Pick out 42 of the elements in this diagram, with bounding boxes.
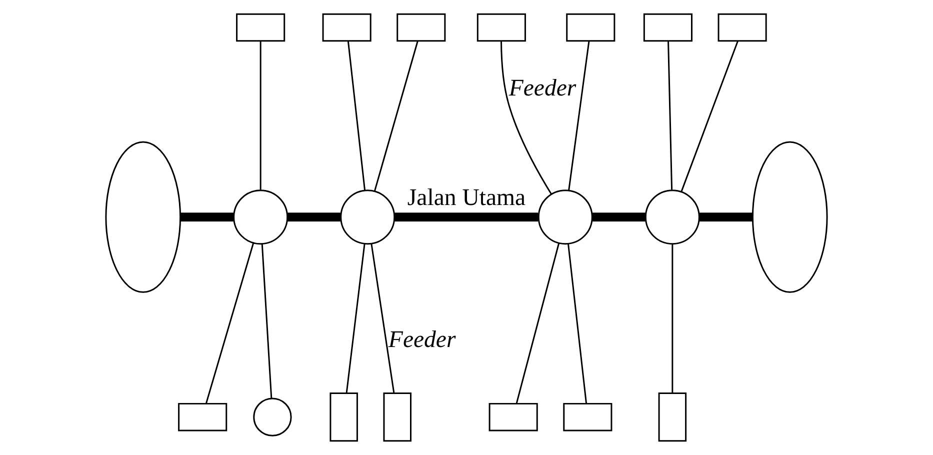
connector — [568, 244, 588, 404]
node-box — [178, 402, 228, 432]
node-box — [566, 13, 616, 42]
node-ellipse — [752, 141, 828, 293]
connector — [261, 244, 272, 398]
node-ellipse — [105, 141, 182, 293]
connector — [394, 212, 538, 222]
node-box — [383, 392, 412, 442]
connector — [680, 40, 738, 192]
node-box — [330, 392, 358, 442]
edge-label: Jalan Utama — [407, 184, 526, 211]
node-box — [643, 13, 692, 42]
node-box — [488, 402, 538, 432]
connector — [568, 41, 590, 190]
connector — [592, 212, 646, 222]
node-circle — [233, 190, 288, 245]
connector — [370, 244, 395, 393]
connector — [700, 212, 752, 222]
node-box — [322, 13, 372, 42]
connector — [206, 242, 254, 404]
node-circle — [644, 190, 700, 245]
edge-label: Feeder — [508, 76, 576, 102]
node-circle — [538, 190, 593, 245]
connector — [260, 41, 262, 190]
connector — [346, 244, 366, 393]
node-circle — [253, 398, 292, 436]
connector — [374, 41, 418, 192]
connector — [500, 41, 552, 195]
connector — [287, 212, 341, 222]
node-box — [658, 392, 687, 442]
connector — [672, 244, 674, 393]
node-box — [236, 13, 286, 42]
node-box — [396, 13, 446, 42]
connector — [516, 242, 560, 404]
connector — [668, 41, 673, 190]
edge-label: Feeder — [388, 326, 456, 353]
connector — [347, 41, 366, 190]
node-box — [476, 13, 526, 42]
node-box — [563, 402, 612, 432]
node-circle — [340, 190, 396, 245]
node-box — [718, 13, 767, 42]
connector — [180, 212, 234, 222]
